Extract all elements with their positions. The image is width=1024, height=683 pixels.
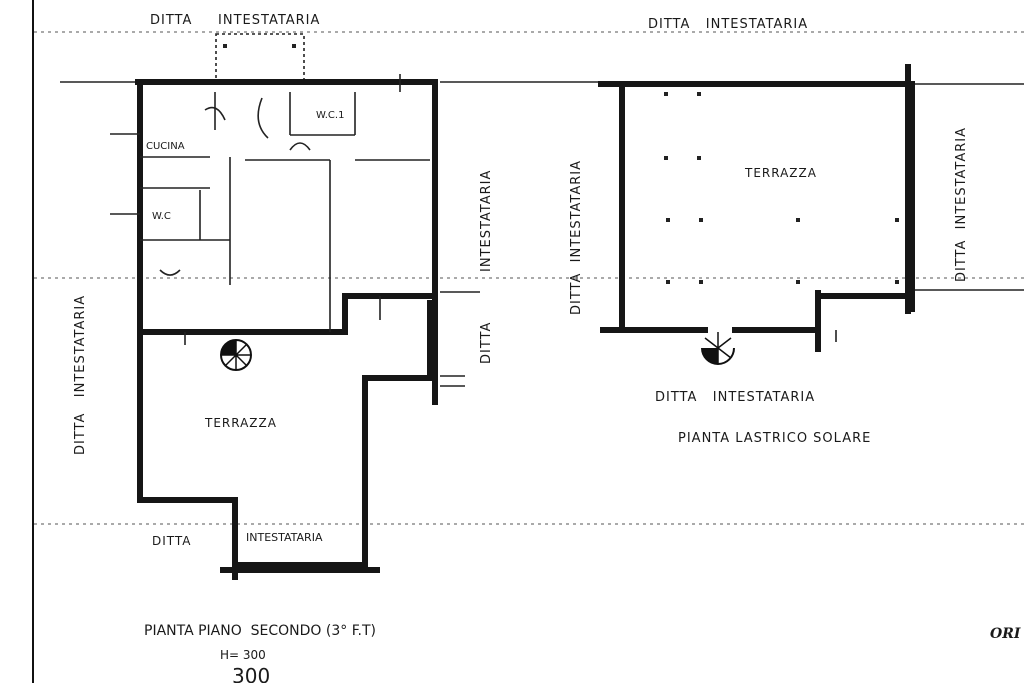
outer-wall [135, 79, 438, 405]
wc2-label: W.C [152, 211, 171, 222]
boundary-lines [34, 31, 1024, 525]
roof-pillars [664, 92, 899, 284]
roof-neighbor-right-label: DITTA INTESTATARIA [954, 127, 969, 282]
corner-text: ORI [990, 626, 1021, 642]
neighbor-top-label: DITTA INTESTATARIA [150, 13, 320, 28]
roof-neighbor-left-label: DITTA INTESTATARIA [569, 160, 584, 315]
roof-neighbor-top-label: DITTA INTESTATARIA [648, 17, 808, 32]
neighbor-right-lower-label: DITTA [479, 322, 494, 364]
terrace-label: TERRAZZA [204, 416, 277, 430]
plan-second-floor [110, 33, 438, 580]
roof-plan-title: PIANTA LASTRICO SOLARE [678, 431, 871, 446]
plan-roof-terrace [598, 64, 915, 365]
roof-terrace-label: TERRAZZA [744, 166, 817, 180]
kitchen-label: CUCINA [146, 141, 185, 152]
plan-title: PIANTA PIANO SECONDO (3° F.T) [144, 623, 376, 639]
height-label: H= 300 [220, 648, 266, 662]
roof-neighbor-bottom-label: DITTA INTESTATARIA [655, 390, 815, 405]
neighbor-right-upper-label: INTESTATARIA [479, 170, 494, 272]
scale-mark: 300 [232, 664, 270, 683]
spiral-stair-icon [220, 339, 252, 371]
roof-spiral-stair-icon [701, 332, 735, 365]
neighbor-bottom-right-label: INTESTATARIA [246, 531, 323, 544]
neighbor-bottom-left-label: DITTA [152, 534, 192, 548]
wc1-label: W.C.1 [316, 110, 344, 121]
neighbor-left-label: DITTA INTESTATARIA [73, 295, 88, 455]
